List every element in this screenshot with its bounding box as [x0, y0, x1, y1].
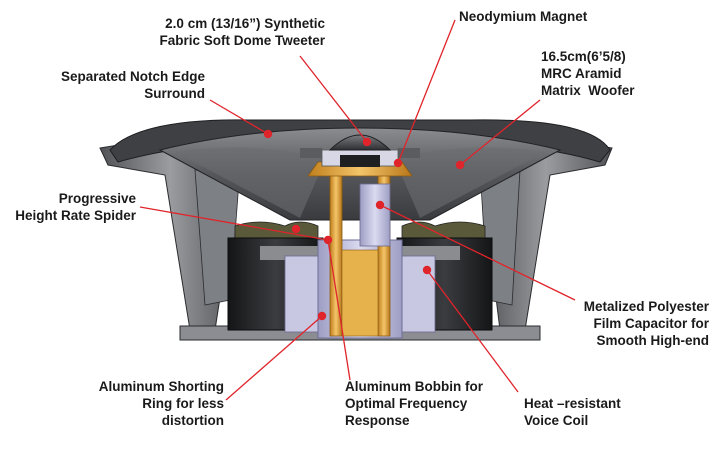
marker-dot-shorting-ring	[317, 311, 327, 321]
leader-line-magnet	[397, 19, 456, 164]
voice-coil-bobbin	[307, 161, 413, 337]
label-surround: Separated Notch Edge Surround	[60, 69, 205, 101]
label-capacitor: Metalized Polyester Film Capacitor for S…	[583, 299, 709, 348]
leader-line-shorting-ring	[225, 315, 323, 401]
leader-line-spider	[139, 206, 329, 241]
leader-line-tweeter	[299, 55, 368, 143]
marker-dot-spider	[291, 224, 301, 234]
tweeter	[300, 134, 420, 167]
marker-dot-surround	[263, 129, 273, 139]
label-shorting-ring: Aluminum Shorting Ring for less distorti…	[98, 379, 224, 428]
leader-line-capacitor	[379, 204, 576, 301]
marker-dot-spider-2	[323, 235, 333, 245]
label-bobbin: Aluminum Bobbin for Optimal Frequency Re…	[345, 379, 483, 428]
label-tweeter: 2.0 cm (13/16”) Synthetic Fabric Soft Do…	[159, 16, 325, 48]
leader-line-bobbin	[327, 239, 351, 381]
label-spider: Progressive Height Rate Spider	[15, 191, 136, 223]
label-voice-coil: Heat –resistant Voice Coil	[524, 396, 621, 428]
marker-dot-capacitor	[375, 200, 385, 210]
leader-line-voice-coil	[426, 269, 519, 393]
marker-dot-woofer	[455, 160, 465, 170]
marker-dots	[263, 129, 465, 321]
label-magnet: Neodymium Magnet	[459, 9, 588, 24]
label-woofer: 16.5cm(6’5/8) MRC Aramid Matrix Woofer	[541, 49, 635, 98]
leader-line-surround	[209, 99, 269, 135]
marker-dot-voice-coil	[422, 265, 432, 275]
leader-lines	[139, 19, 576, 401]
marker-dot-tweeter	[362, 137, 372, 147]
leader-line-woofer	[459, 99, 541, 166]
marker-dot-magnet	[393, 158, 403, 168]
capacitor	[359, 183, 391, 247]
